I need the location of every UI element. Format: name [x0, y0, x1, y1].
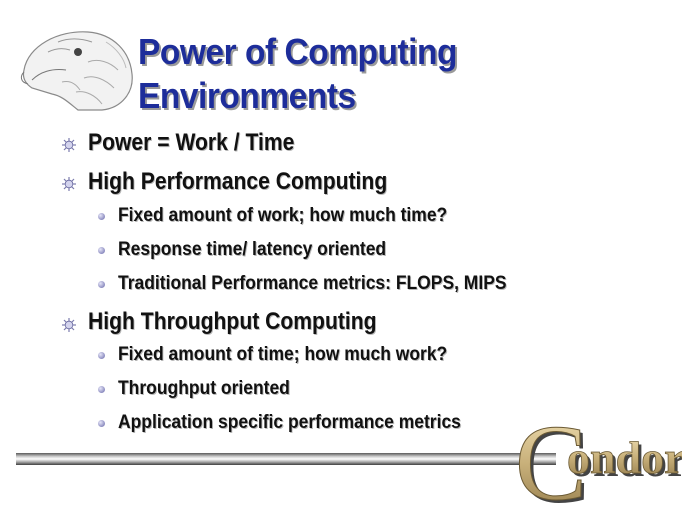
list-item: Traditional Performance metrics: FLOPS, … — [118, 273, 507, 294]
list-item: Fixed amount of work; how much time? — [118, 205, 448, 226]
dot-bullet-icon — [98, 247, 105, 254]
divider-rule — [16, 453, 556, 465]
list-item: Fixed amount of time; how much work? — [118, 344, 448, 365]
list-item: High Performance Computing — [88, 168, 388, 195]
svg-text:C: C — [515, 408, 587, 514]
dot-bullet-icon — [98, 420, 105, 427]
list-item: Response time/ latency oriented — [118, 239, 387, 260]
list-item: High Throughput Computing — [88, 308, 377, 335]
dot-bullet-icon — [98, 386, 105, 393]
dot-bullet-icon — [98, 213, 105, 220]
svg-text:ondor: ondor — [567, 432, 682, 483]
sun-bullet-icon — [62, 177, 76, 191]
svg-text:ondor: ondor — [570, 435, 682, 486]
title-line-2: Environments — [138, 75, 356, 116]
list-item: Power = Work / Time — [88, 129, 295, 156]
svg-text:C: C — [518, 408, 590, 514]
dot-bullet-icon — [98, 281, 105, 288]
sun-bullet-icon — [62, 138, 76, 152]
dot-bullet-icon — [98, 352, 105, 359]
condor-logo: C C ondor ondor — [515, 408, 683, 514]
list-item: Throughput oriented — [118, 378, 290, 399]
sun-bullet-icon — [62, 318, 76, 332]
slide-title: Power of Computing Environments — [138, 30, 457, 118]
list-item: Application specific performance metrics — [118, 412, 461, 433]
title-line-1: Power of Computing — [138, 31, 457, 72]
condor-bird-icon — [20, 31, 133, 111]
